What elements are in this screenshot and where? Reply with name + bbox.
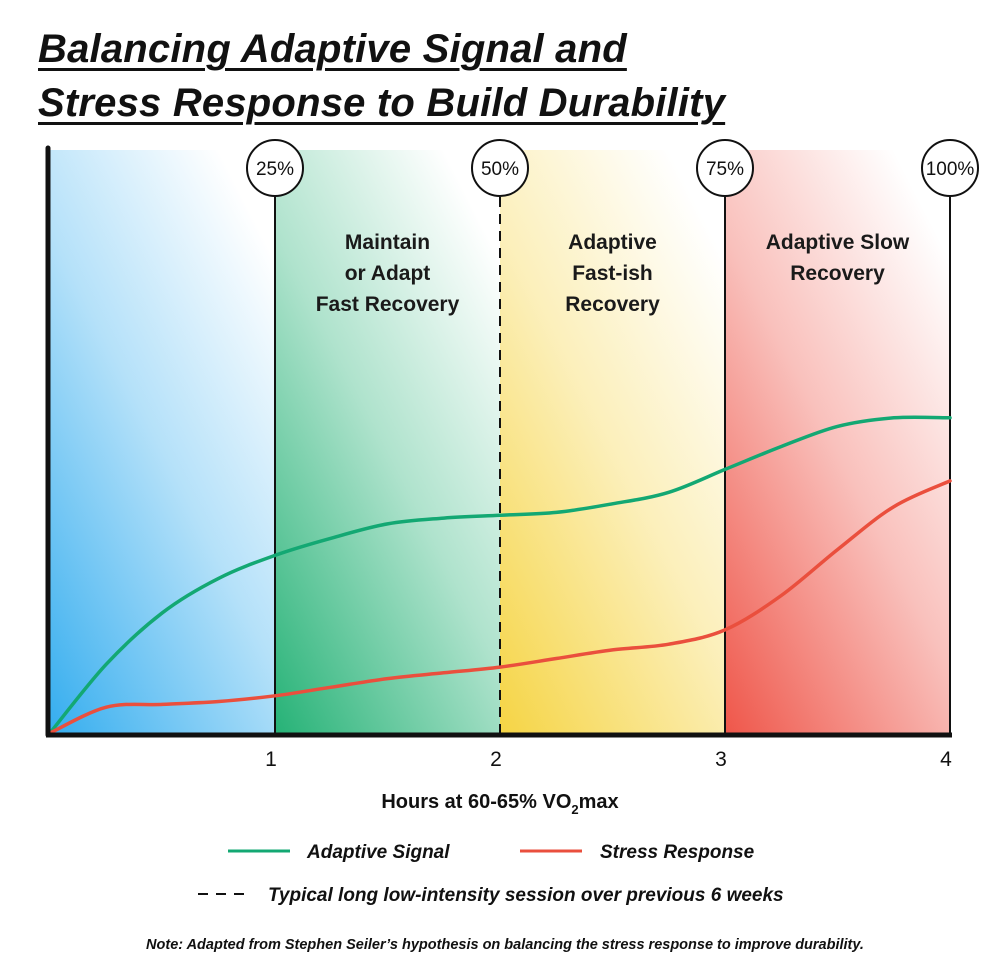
zone-2-label-line: Fast Recovery — [316, 293, 460, 316]
legend-session-label: Typical long low-intensity session over … — [268, 885, 784, 906]
x-axis-label-tail: max — [579, 791, 619, 813]
x-axis-label-subscript: 2 — [571, 802, 578, 817]
legend: Adaptive Signal Stress Response Typical … — [198, 842, 784, 906]
stress-response-line — [48, 479, 952, 735]
chart-title-line-2: Stress Response to Build Durability — [38, 81, 726, 125]
marker-75%-label: 75% — [706, 159, 744, 180]
zone-3-background — [500, 150, 725, 735]
zone-2-label-line: Maintain — [345, 231, 430, 254]
marker-25%-label: 25% — [256, 159, 294, 180]
legend-stress-label: Stress Response — [600, 842, 755, 863]
marker-75%-circle — [696, 139, 754, 197]
zone-3-label-line: Adaptive — [568, 231, 657, 254]
marker-100%-label: 100% — [926, 159, 975, 180]
x-axis-label: Hours at 60-65% VO2max — [381, 791, 618, 817]
marker-100%-circle — [921, 139, 979, 197]
chart-title: Balancing Adaptive Signal and Stress Res… — [38, 22, 725, 130]
x-axis-label-main: Hours at 60-65% VO — [381, 791, 571, 813]
x-tick-label: 4 — [940, 748, 952, 771]
marker-25%-circle — [246, 139, 304, 197]
zone-4-background — [725, 150, 950, 735]
markers-layer: 25% 50% 75% 100% — [246, 139, 979, 733]
series-layer — [48, 415, 952, 735]
zone-4-label-line: Adaptive Slow — [766, 231, 910, 254]
zone-4-label-line: Recovery — [790, 262, 885, 285]
zone-1-background — [50, 150, 275, 735]
marker-50%-label: 50% — [481, 159, 519, 180]
adaptive-signal-line — [48, 415, 952, 735]
x-tick-label: 1 — [265, 748, 277, 771]
x-tick-label: 3 — [715, 748, 727, 771]
marker-50%-circle — [471, 139, 529, 197]
zone-3-label-line: Fast-ish — [572, 262, 653, 285]
legend-adaptive-label: Adaptive Signal — [306, 842, 450, 863]
zone-2-label-line: or Adapt — [345, 262, 431, 285]
ticks-layer: 1 2 3 4 — [265, 748, 952, 771]
zones-layer — [50, 150, 950, 735]
footnote: Note: Adapted from Stephen Seiler’s hypo… — [146, 937, 864, 953]
chart-title-line-1: Balancing Adaptive Signal and — [38, 27, 627, 71]
zone-2-background — [275, 150, 500, 735]
x-tick-label: 2 — [490, 748, 502, 771]
zone-3-label-line: Recovery — [565, 293, 660, 316]
